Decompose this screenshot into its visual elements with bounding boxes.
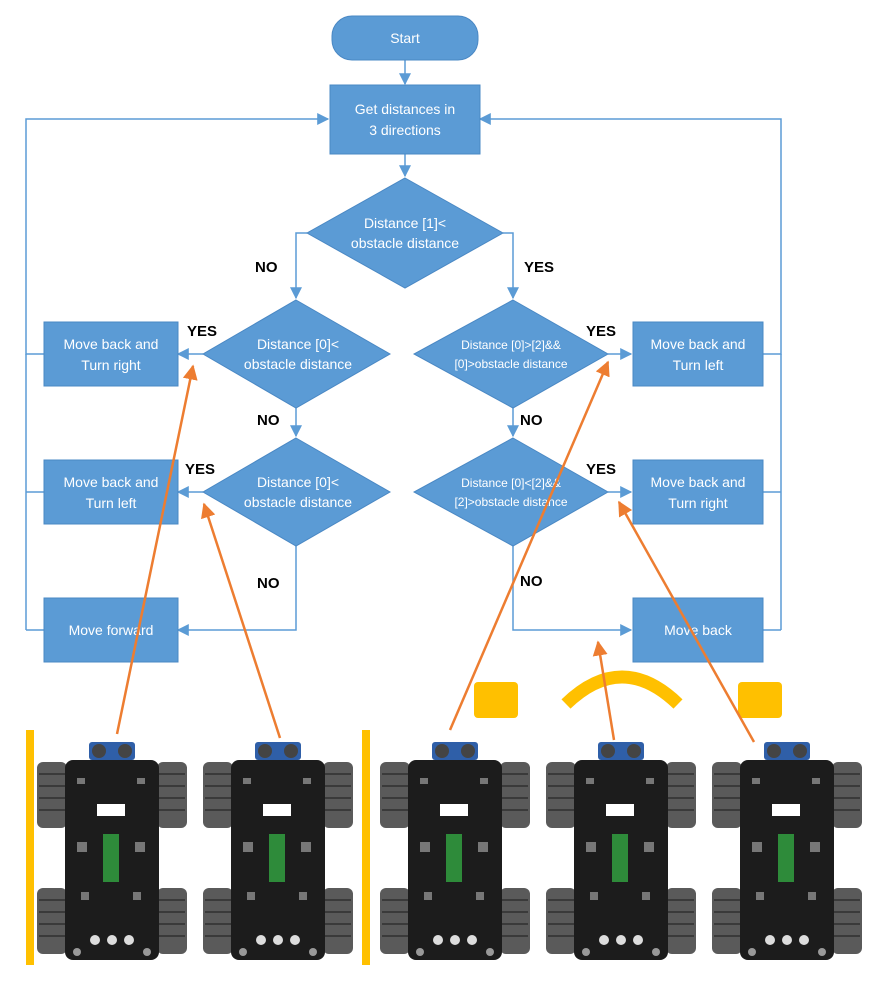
node-check-front: Distance [1]< obstacle distance: [305, 177, 505, 289]
node-back-turn-right-2: Move back and Turn right: [632, 459, 764, 525]
robot-2: [202, 741, 354, 961]
back-turn-left-2-line-2: Turn left: [673, 357, 724, 373]
label-no-left-2: NO: [257, 575, 280, 592]
check-left-1-line-2: obstacle distance: [244, 356, 352, 372]
check-left-1-line-1: Distance [0]<: [257, 336, 339, 352]
move-forward-label: Move forward: [69, 622, 154, 638]
check-right-1-line-2: [0]>obstacle distance: [454, 357, 567, 371]
label-no-right-1: NO: [520, 412, 543, 429]
robot-illustrations: [36, 741, 863, 961]
edge-loop-left: [25, 113, 330, 355]
orange-arrow-2: [201, 502, 282, 739]
edge-front-yes: [503, 232, 519, 300]
label-yes-left-2: YES: [185, 461, 215, 478]
check-front-line-2: obstacle distance: [351, 235, 459, 251]
back-turn-right-2-line-1: Move back and: [651, 474, 746, 490]
node-back-turn-right-1: Move back and Turn right: [43, 321, 179, 387]
label-yes-left-1: YES: [187, 323, 217, 340]
wall-left-1: [26, 730, 34, 965]
node-get-distances: Get distances in 3 directions: [329, 84, 481, 155]
back-turn-left-1-line-1: Move back and: [64, 474, 159, 490]
edge-loop-right: [478, 113, 782, 355]
check-left-2-line-2: obstacle distance: [244, 494, 352, 510]
back-turn-right-1-line-1: Move back and: [64, 336, 159, 352]
robot-5: [711, 741, 863, 961]
label-yes-front: YES: [524, 259, 554, 276]
check-right-2-line-2: [2]>obstacle distance: [454, 495, 567, 509]
block-3: [474, 682, 518, 718]
back-turn-left-2-line-1: Move back and: [651, 336, 746, 352]
robot-1: [36, 741, 188, 961]
arc-4: [561, 670, 683, 709]
label-no-front: NO: [255, 259, 278, 276]
node-move-forward: Move forward: [43, 597, 179, 663]
robot-3: [379, 741, 531, 961]
block-5: [738, 682, 782, 718]
label-no-right-2: NO: [520, 573, 543, 590]
obstacles: [26, 670, 782, 965]
start-label: Start: [390, 30, 420, 46]
orange-arrow-5: [617, 500, 756, 743]
robot-4: [545, 741, 697, 961]
check-right-1-line-1: Distance [0]>[2]&&: [461, 338, 561, 352]
connectors: [25, 60, 782, 636]
label-yes-right-1: YES: [586, 323, 616, 340]
label-yes-right-2: YES: [586, 461, 616, 478]
back-turn-right-2-line-2: Turn right: [668, 495, 728, 511]
orange-arrow-1: [115, 364, 198, 735]
node-check-left-1: Distance [0]< obstacle distance: [202, 299, 392, 409]
move-back-label: Move back: [664, 622, 733, 638]
back-turn-left-1-line-2: Turn left: [86, 495, 137, 511]
label-no-left-1: NO: [257, 412, 280, 429]
check-left-2-line-1: Distance [0]<: [257, 474, 339, 490]
get-distances-line-2: 3 directions: [369, 122, 441, 138]
node-check-right-2: Distance [0]<[2]&& [2]>obstacle distance: [412, 437, 610, 547]
edge-right2-no: [512, 546, 633, 636]
node-back-turn-left-2: Move back and Turn left: [632, 321, 764, 387]
wall-left-2: [362, 730, 370, 965]
node-start: Start: [331, 15, 479, 61]
check-front-line-1: Distance [1]<: [364, 215, 446, 231]
get-distances-line-1: Get distances in: [355, 101, 455, 117]
orange-arrow-3: [448, 360, 610, 731]
edge-front-no: [290, 232, 307, 300]
node-back-turn-left-1: Move back and Turn left: [43, 459, 179, 525]
back-turn-right-1-line-2: Turn right: [81, 357, 141, 373]
orange-arrow-4: [592, 640, 616, 741]
node-check-right-1: Distance [0]>[2]&& [0]>obstacle distance: [412, 299, 610, 409]
edge-left2-no: [176, 546, 297, 636]
orange-arrows: [115, 360, 756, 743]
node-move-back: Move back: [632, 597, 764, 663]
check-right-2-line-1: Distance [0]<[2]&&: [461, 476, 561, 490]
node-check-left-2: Distance [0]< obstacle distance: [202, 437, 392, 547]
